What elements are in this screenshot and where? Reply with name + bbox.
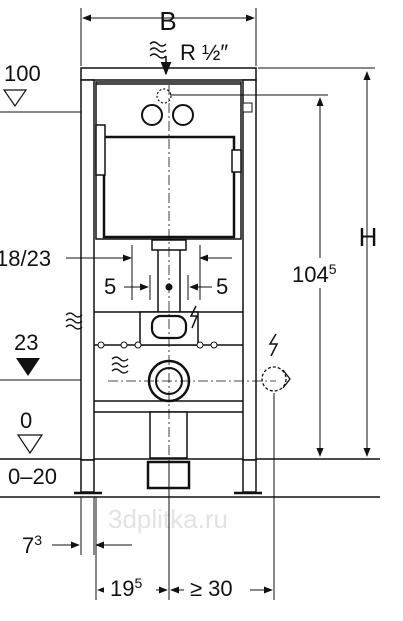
flush-buttons <box>141 88 194 126</box>
level-marker-top-icon <box>2 89 28 108</box>
dim-side-gap <box>52 497 132 555</box>
level-lines <box>0 111 92 460</box>
level-marker-drain-icon <box>16 358 40 376</box>
width-label: B <box>159 6 176 36</box>
height-label: H <box>359 222 378 252</box>
label-bg-104 <box>290 258 340 288</box>
electric-bolt-icon <box>268 333 279 357</box>
floor-range-label: 0–20 <box>8 464 57 489</box>
water-icon-left <box>65 312 83 330</box>
supply-label: R ½″ <box>180 40 228 65</box>
right-offset-label: 5 <box>216 274 228 299</box>
side-gap-label: 73 <box>22 532 42 558</box>
height-value: 1045 <box>292 261 337 287</box>
water-icon <box>149 41 167 59</box>
water-icon-drain <box>111 356 129 374</box>
dim-width <box>80 8 257 66</box>
electrical-socket <box>261 366 291 392</box>
label-bg-195 <box>104 572 156 598</box>
bracket-range-label: 18/23 <box>0 246 51 271</box>
top-level-label: 100 <box>4 61 41 86</box>
dim-offsets <box>124 275 212 300</box>
installation-frame <box>74 67 262 495</box>
clearance-label: ≥ 30 <box>190 576 233 601</box>
label-bg-30 <box>184 572 250 598</box>
drain-level-label: 23 <box>14 330 38 355</box>
dim-bracket <box>66 245 232 300</box>
drain-offset-label: 195 <box>110 575 142 601</box>
left-offset-label: 5 <box>104 274 116 299</box>
watermark-text: 3dplitka.ru <box>108 504 228 534</box>
floor-level-label: 0 <box>20 408 32 433</box>
level-marker-floor-icon <box>16 434 44 455</box>
electric-bolt-icon-inner <box>189 305 199 329</box>
dim-height <box>258 67 375 460</box>
